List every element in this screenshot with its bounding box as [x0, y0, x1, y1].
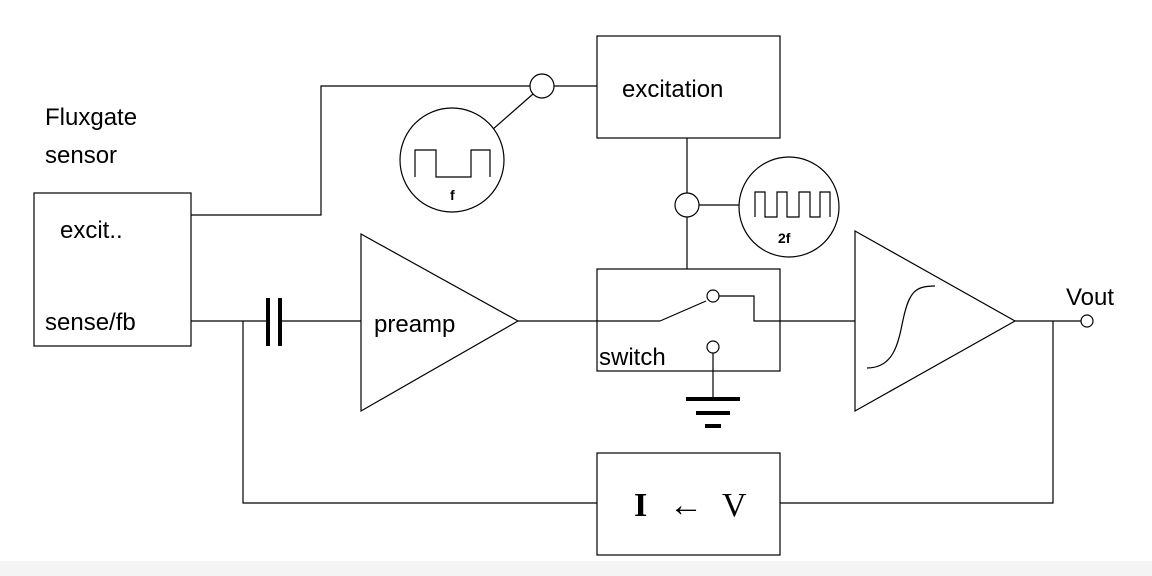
sensor-title-line1: Fluxgate	[45, 104, 137, 131]
feedback-wire-left	[242, 321, 597, 504]
current-converter-block	[596, 452, 781, 556]
square-wave-f-icon	[414, 149, 491, 178]
converter-i-label: I	[634, 487, 647, 524]
converter-arrow: ←	[669, 487, 703, 524]
output-label: Vout	[1066, 284, 1114, 311]
switch-output-lead	[719, 295, 780, 322]
waveform-2f-label: 2f	[778, 230, 791, 246]
excitation-label: excitation	[622, 76, 723, 103]
excitation-block	[596, 35, 781, 139]
waveform-f-bubble	[399, 107, 505, 213]
excitation-probe-node	[529, 73, 555, 99]
switch-label: switch	[599, 344, 666, 371]
preamp-label: preamp	[374, 311, 455, 338]
sigmoid-icon	[866, 285, 936, 369]
excitation-wire	[191, 85, 530, 216]
integrator-triangle	[854, 229, 1017, 413]
square-wave-2f-icon	[754, 191, 831, 218]
sensor-excit-label: excit..	[60, 217, 123, 244]
waveform-2f-bubble	[738, 156, 840, 258]
converter-v-label: V	[722, 487, 747, 524]
waveform-f-label: f	[450, 187, 455, 203]
switch-contact-ground	[706, 340, 720, 354]
switch-block	[596, 268, 781, 372]
bottom-strip	[0, 561, 1152, 576]
probe-lead-f	[491, 93, 534, 131]
sensor-title-line2: sensor	[45, 142, 117, 169]
reference-probe-node	[674, 192, 700, 218]
sensor-sense-label: sense/fb	[45, 309, 136, 336]
switch-contact-top	[706, 289, 720, 303]
output-terminal	[1080, 314, 1094, 328]
feedback-wire-right	[780, 321, 1054, 504]
fluxgate-sensor-block	[33, 192, 192, 347]
switch-blade	[659, 300, 707, 322]
preamp-triangle	[360, 232, 520, 413]
